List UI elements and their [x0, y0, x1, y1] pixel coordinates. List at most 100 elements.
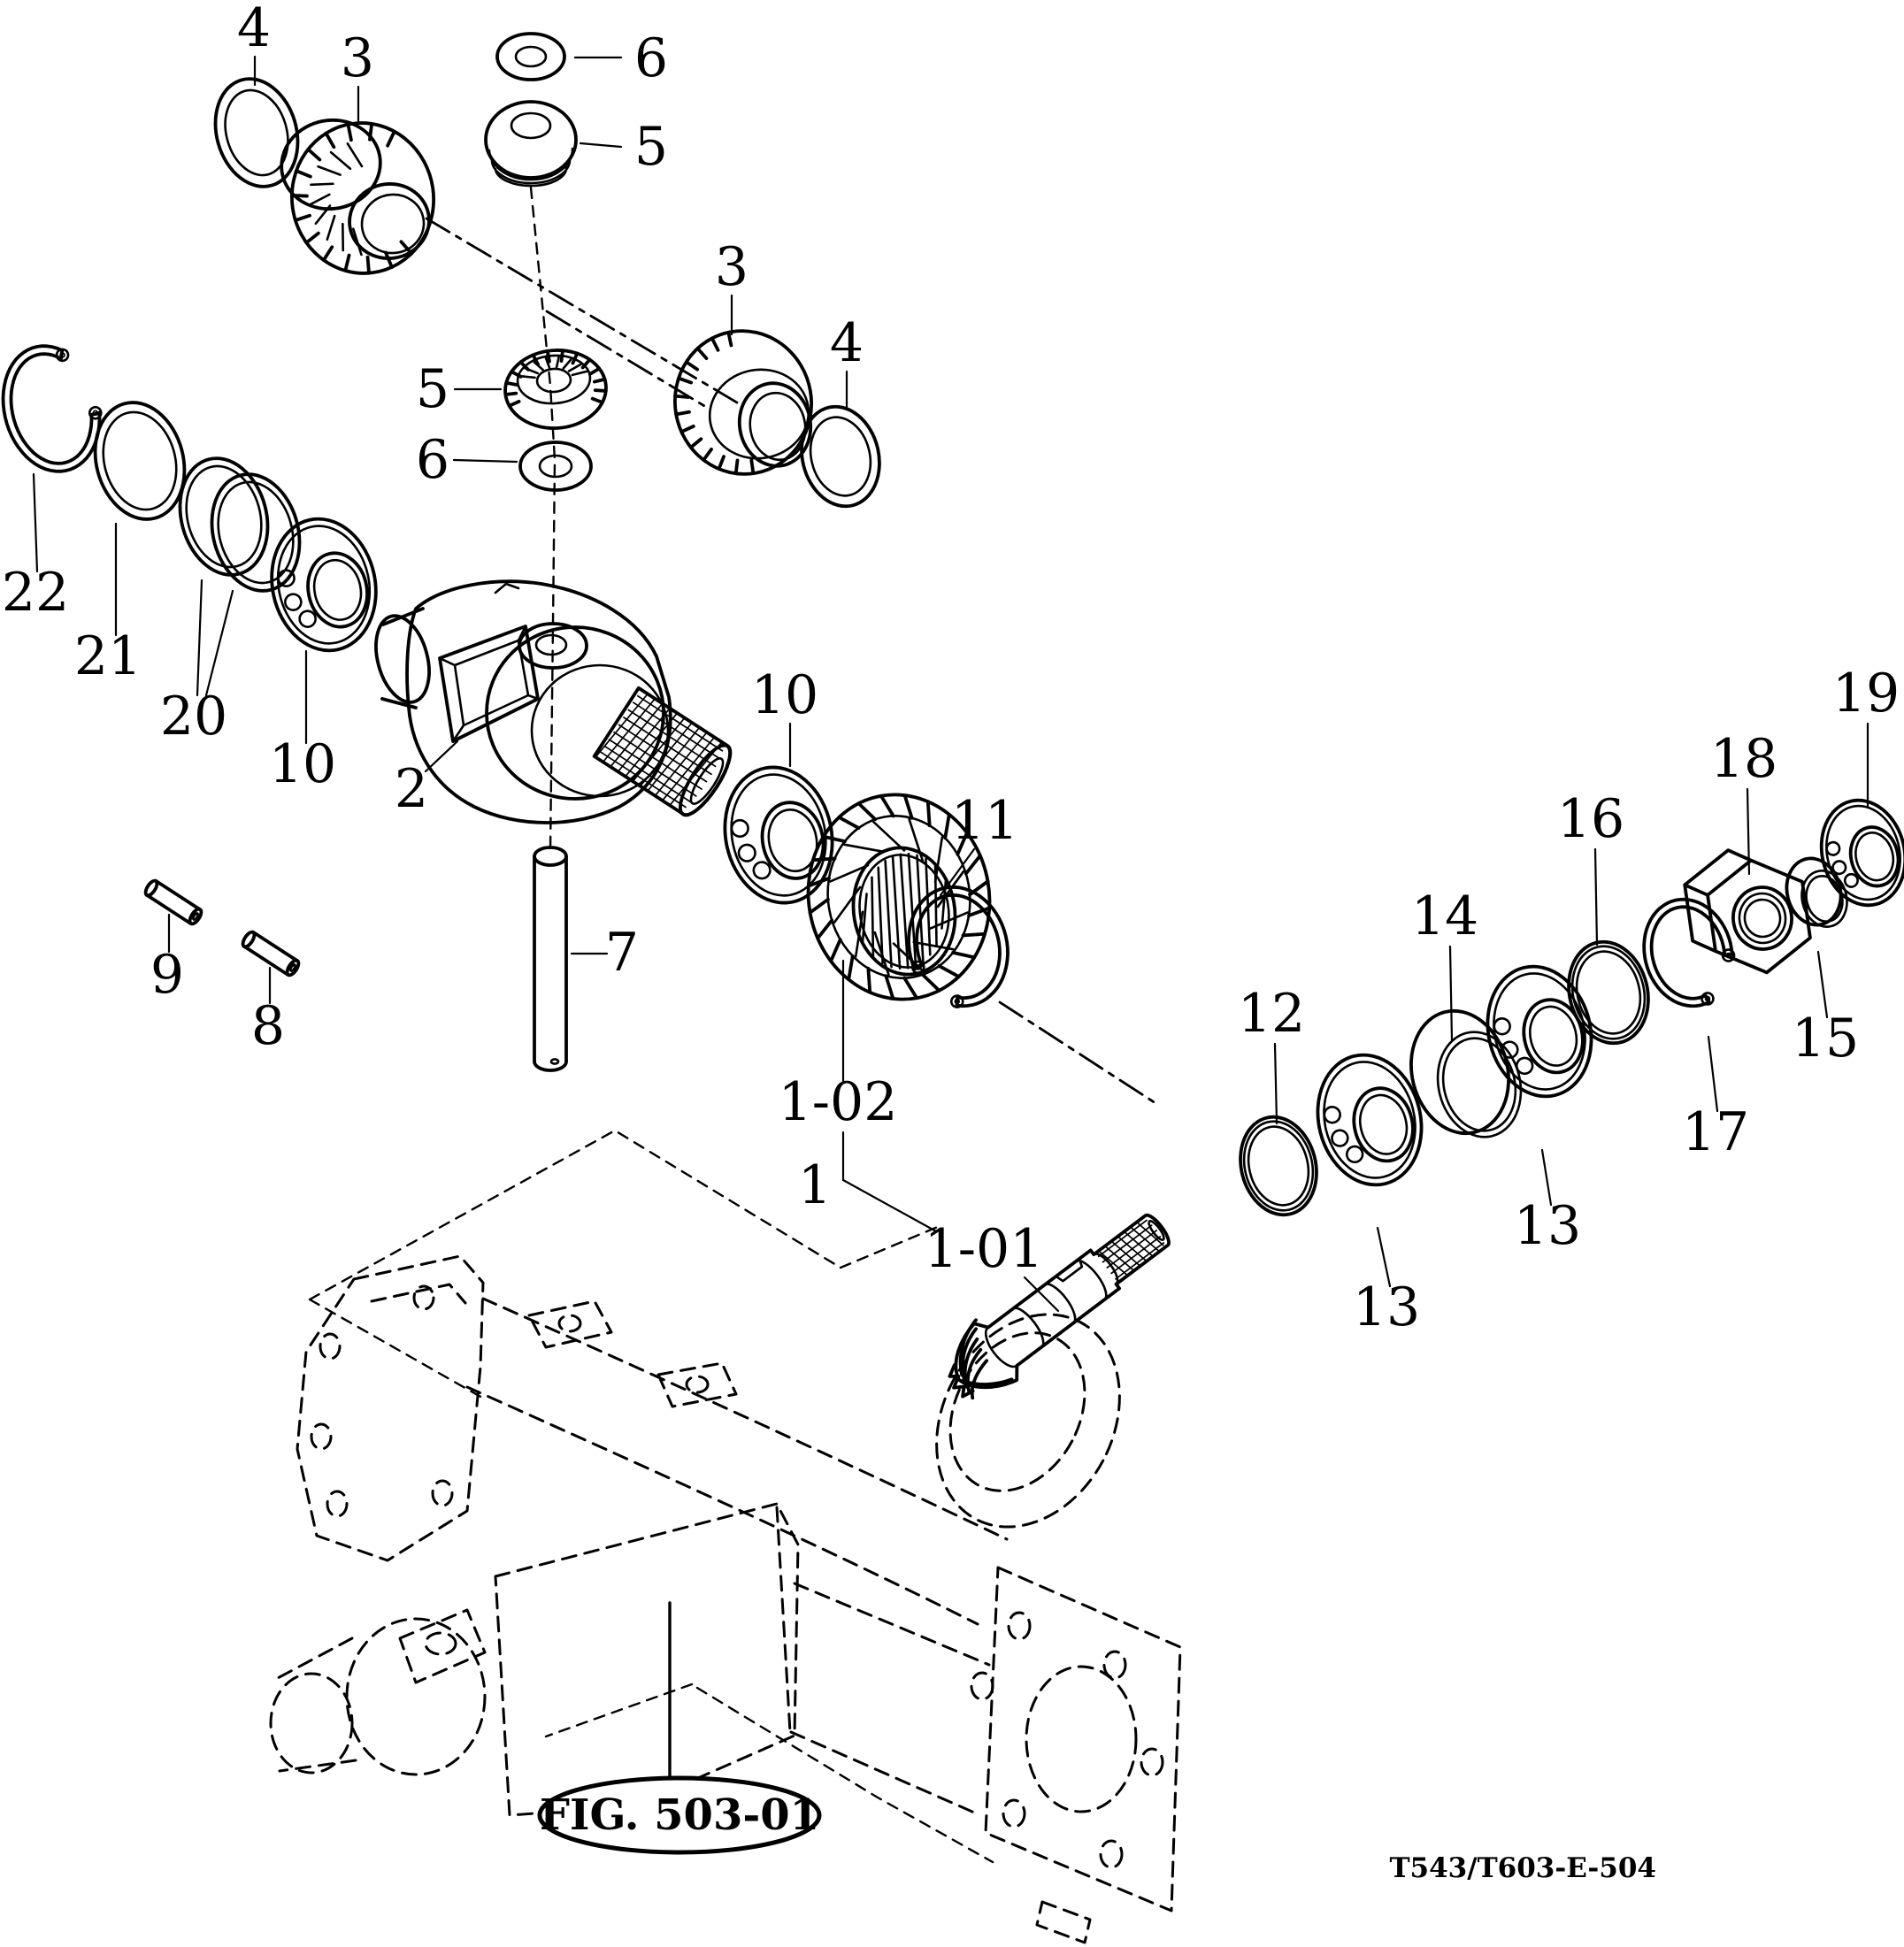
part-9-pin — [144, 878, 203, 926]
ellipse — [535, 367, 572, 394]
circle — [1701, 992, 1715, 1006]
e — [1738, 892, 1787, 945]
t — [673, 330, 756, 476]
path — [438, 625, 540, 743]
ellipse — [1359, 1093, 1409, 1155]
housing-boss — [345, 1617, 487, 1776]
fig-reference[interactable]: FIG. 503-01 — [537, 1775, 822, 1855]
line — [329, 150, 352, 171]
l — [1098, 1222, 1164, 1276]
housing-bolt-hole — [431, 1479, 454, 1507]
callout-16: 16 — [1557, 788, 1624, 947]
e — [530, 663, 670, 798]
phantom-axis — [425, 217, 743, 407]
line — [507, 399, 521, 408]
e — [809, 416, 872, 497]
e — [1800, 870, 1848, 928]
line — [677, 376, 694, 385]
ellipse — [289, 963, 296, 972]
leader-line — [939, 847, 976, 897]
diagram-artwork — [1, 32, 1904, 1944]
line — [673, 394, 690, 399]
callout-6: 6 — [573, 27, 668, 89]
line — [503, 391, 518, 396]
part-10-ball-bearing-right — [723, 765, 834, 905]
part-number-2: 2 — [395, 758, 428, 820]
part-7-cross-pin — [533, 855, 568, 1063]
callout-18: 18 — [1710, 728, 1777, 876]
housing-bolt-hole — [310, 1422, 333, 1451]
e — [516, 354, 592, 405]
callout-12: 12 — [1238, 983, 1305, 1125]
path — [789, 1582, 991, 1817]
fig-reference-label[interactable]: FIG. 503-01 — [540, 1790, 819, 1840]
circle — [59, 352, 65, 358]
part-number-11: 11 — [951, 790, 1018, 852]
ellipse — [1575, 950, 1642, 1035]
part-13-ball-bearing-a — [1316, 1053, 1424, 1187]
line — [829, 938, 842, 963]
e — [217, 480, 295, 585]
ellipse — [510, 111, 552, 140]
ellipse — [557, 1314, 582, 1333]
circle — [911, 960, 925, 975]
line — [618, 724, 708, 783]
e — [269, 1672, 354, 1775]
line — [679, 424, 695, 434]
circle — [949, 994, 964, 1008]
path — [1055, 1257, 1084, 1283]
line — [951, 950, 977, 960]
ellipse — [1007, 1611, 1032, 1641]
line — [368, 122, 374, 142]
callout-20: 20 — [160, 579, 234, 747]
path — [1, 344, 102, 473]
ellipse — [360, 193, 426, 255]
housing-bolt-hole — [326, 1490, 349, 1518]
doc-code: T543/T603-E-504 — [1389, 1852, 1656, 1884]
ellipse — [1825, 804, 1901, 901]
line — [808, 897, 830, 915]
line — [821, 834, 847, 844]
line — [837, 816, 861, 830]
ellipse — [1247, 1125, 1310, 1207]
line — [866, 966, 872, 994]
line — [627, 709, 717, 768]
phantom-bracket — [544, 1683, 994, 1864]
part-1-01-pinion-teeth — [958, 1318, 1014, 1400]
leader-line — [1746, 787, 1751, 876]
circle — [1323, 1106, 1341, 1124]
line — [592, 377, 607, 384]
e — [185, 464, 263, 569]
circle — [915, 964, 922, 970]
e — [685, 1375, 710, 1394]
housing-center-case — [494, 1502, 800, 1817]
line — [524, 367, 540, 375]
ellipse — [948, 1331, 1086, 1492]
housing-bolt-hole — [412, 1284, 435, 1311]
line — [326, 214, 336, 241]
circle — [1825, 840, 1841, 856]
part-number-7: 7 — [605, 922, 639, 984]
part-3-side-gear-hub — [280, 118, 382, 211]
line — [902, 976, 919, 1000]
fig-reference-ellipse[interactable] — [537, 1775, 822, 1855]
circle — [1721, 948, 1736, 962]
line — [856, 801, 878, 822]
ellipse — [285, 958, 301, 977]
line — [964, 854, 982, 876]
leader-line — [452, 458, 518, 464]
line — [1136, 1222, 1164, 1246]
ellipse — [723, 765, 834, 905]
t — [309, 142, 364, 257]
housing-bolt-hole — [1140, 1747, 1164, 1777]
housing-right-flange — [984, 1566, 1182, 1913]
ellipse — [749, 391, 807, 462]
line — [617, 707, 671, 773]
ellipse — [348, 182, 431, 260]
callout-4: 4 — [830, 312, 864, 409]
p — [1011, 1253, 1119, 1348]
part-number-6: 6 — [634, 27, 668, 89]
line — [603, 698, 656, 763]
path — [398, 1608, 487, 1684]
part-number-12: 12 — [1238, 983, 1305, 1045]
